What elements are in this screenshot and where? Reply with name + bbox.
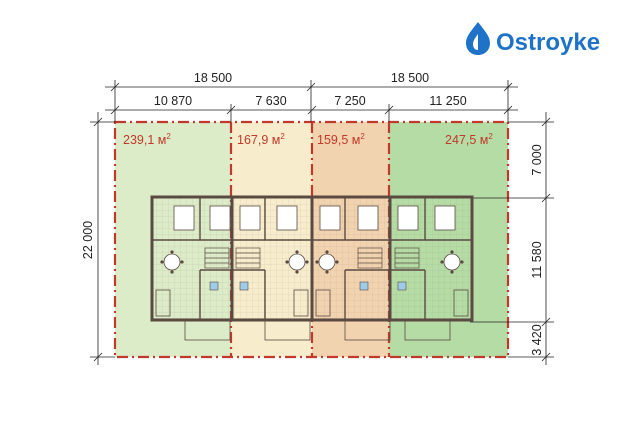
plot-1-area: 239,1 м2	[123, 132, 171, 147]
ostroyke-logo: Ostroyke	[466, 22, 600, 56]
dim-top-overall-2: 18 500	[391, 71, 429, 85]
plot-4-area: 247,5 м2	[445, 132, 493, 147]
plot-2-area: 167,9 м2	[237, 132, 285, 147]
dim-section-3: 7 250	[334, 94, 365, 108]
dim-top-overall-1: 18 500	[194, 71, 232, 85]
dim-section-1: 10 870	[154, 94, 192, 108]
dim-section-4: 11 250	[429, 94, 466, 108]
dim-right-2: 11 580	[530, 241, 544, 278]
area-labels: 239,1 м2 167,9 м2 159,5 м2 247,5 м2	[123, 132, 493, 147]
plot-3-area: 159,5 м2	[317, 132, 365, 147]
dim-left-total: 22 000	[81, 221, 95, 259]
dim-right-3: 3 420	[530, 324, 544, 355]
dim-right-1: 7 000	[530, 144, 544, 175]
dimension-texts: 18 500 18 500 10 870 7 630 7 250 11 250 …	[81, 71, 544, 356]
brand-name: Ostroyke	[496, 29, 600, 56]
dim-section-2: 7 630	[255, 94, 286, 108]
dimension-lines	[90, 80, 554, 365]
building-footprint	[150, 195, 474, 341]
